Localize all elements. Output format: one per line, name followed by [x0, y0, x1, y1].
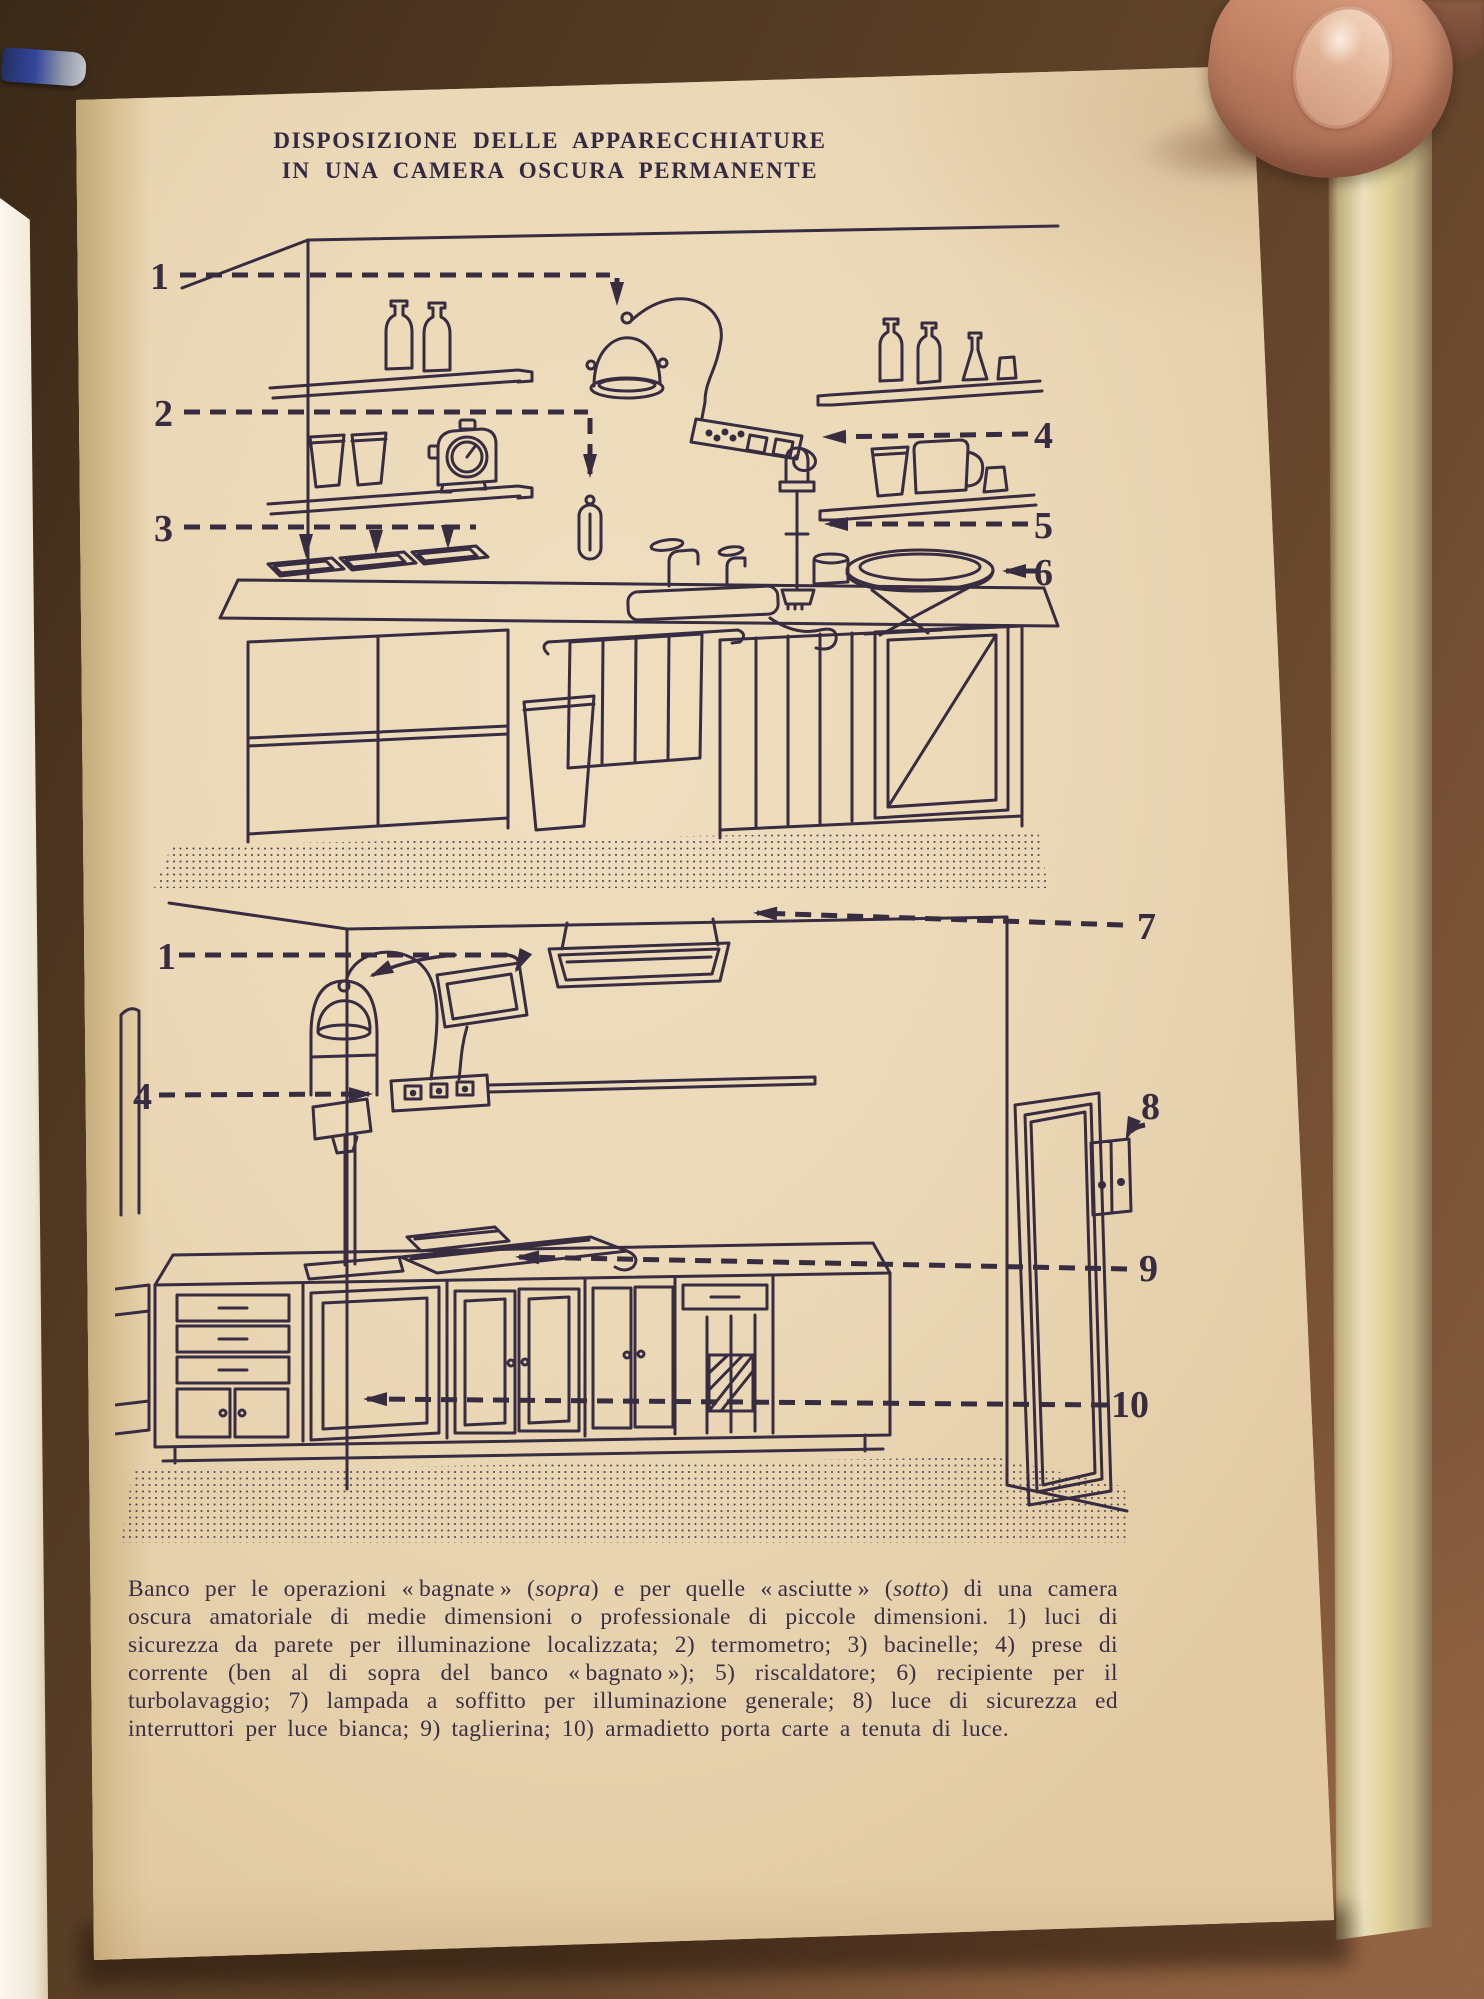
callout-line-7	[753, 906, 1124, 928]
shelf-right-lower	[818, 438, 1038, 522]
wall-corner-right	[1005, 915, 1129, 1513]
shelf-right-upper	[816, 317, 1044, 407]
callout-line-9	[515, 1250, 1128, 1272]
page-title-line1: DISPOSIZIONE DELLE APPARECCHIATURE	[273, 128, 827, 153]
glass-cabinet	[718, 624, 1024, 832]
callout-number-10: 10	[1111, 1384, 1149, 1426]
bench-top	[218, 578, 1060, 628]
tumbler	[996, 355, 1018, 381]
floor-stipple	[121, 1457, 1127, 1543]
thermometer	[577, 494, 603, 561]
box-safelight	[435, 961, 529, 1029]
beaker	[350, 431, 388, 487]
double-doors	[453, 1285, 675, 1435]
callout-number-7: 7	[1137, 906, 1156, 948]
power-strip	[389, 1073, 491, 1113]
left-edge-furniture	[115, 1007, 151, 1436]
caption-part2: ) e per quelle « asciutte » (	[590, 1575, 893, 1602]
bottle	[384, 299, 414, 371]
bottle	[422, 301, 452, 373]
ceiling-lamp	[547, 917, 731, 989]
page-title: DISPOSIZIONE DELLE APPARECCHIATURE IN UN…	[150, 126, 950, 186]
flask	[961, 331, 989, 382]
callout-line-4	[822, 429, 1029, 444]
floor-stipple	[154, 830, 1048, 888]
callout-number-4: 4	[1034, 415, 1053, 457]
heater	[778, 446, 816, 611]
callout-number-5: 5	[1034, 505, 1053, 547]
bench-base	[246, 816, 1024, 844]
darkroom-timer	[427, 418, 498, 494]
safelight-switch-box	[1089, 1137, 1133, 1217]
callout-line-10	[363, 1392, 1108, 1408]
dome-safelight	[309, 979, 379, 1097]
callout-number-6: 6	[1034, 552, 1053, 594]
thumb-nail	[1279, 0, 1406, 141]
slot-compartments	[681, 1283, 769, 1435]
callout-number-1: 1	[150, 256, 169, 298]
page-stack-edge	[0, 198, 48, 1999]
shelf-left-lower	[266, 418, 534, 516]
developing-trays	[266, 544, 490, 578]
open-shelf-unit	[246, 628, 510, 836]
callout-number-4: 4	[133, 1076, 152, 1118]
drawer-stack	[175, 1293, 291, 1439]
drain-pipe	[768, 616, 838, 651]
nail-highlight	[1311, 8, 1369, 71]
caption-italic-sotto: sotto	[892, 1575, 941, 1602]
callout-number-3: 3	[154, 508, 173, 550]
beaker	[308, 433, 346, 489]
shelf-left-upper	[268, 299, 534, 400]
figure-caption: Banco per le operazioni « bagnate » (sop…	[128, 1575, 1118, 1743]
callout-number-2: 2	[154, 393, 173, 435]
towel	[566, 632, 704, 770]
washing-basin	[812, 548, 995, 637]
wall-rail	[487, 1075, 817, 1094]
beaker	[870, 445, 910, 498]
power-strip	[689, 417, 817, 472]
lamp-cord	[457, 1025, 469, 1081]
lamp-cord	[630, 297, 723, 420]
callout-number-1: 1	[157, 936, 176, 978]
ceiling-line	[180, 224, 1060, 290]
book-cover-edge	[1328, 52, 1432, 1940]
callout-line-4	[158, 1087, 373, 1102]
small-canister	[812, 552, 850, 586]
lamp-cord	[344, 950, 439, 1081]
small-cup	[982, 465, 1009, 494]
bottle	[916, 321, 942, 385]
bottle	[878, 317, 904, 383]
page-title-line2: IN UNA CAMERA OSCURA PERMANENTE	[281, 158, 819, 183]
bench	[153, 1241, 892, 1465]
diagram-dry-bench: 1 4 7 8 9 10	[115, 901, 1160, 1543]
caption-italic-sopra: sopra	[535, 1575, 591, 1602]
paper-cabinet-door	[309, 1285, 441, 1442]
callout-number-9: 9	[1139, 1248, 1158, 1290]
pen-clip	[0, 47, 88, 87]
caption-part3: ) di una camera oscura amatoriale di med…	[128, 1575, 1118, 1742]
callout-line-8	[1124, 1115, 1146, 1141]
sink	[626, 538, 838, 651]
callout-number-8: 8	[1141, 1086, 1160, 1128]
caption-part1: Banco per le operazioni « bagnate » (	[128, 1575, 536, 1602]
callout-pointer-1b	[505, 947, 533, 973]
bucket	[522, 694, 596, 832]
enlarger	[303, 1097, 405, 1281]
paper-trimmer	[399, 1225, 638, 1275]
door	[1013, 1091, 1113, 1507]
wall-safelight-lamp	[585, 297, 723, 420]
pitcher	[912, 438, 985, 495]
diagram-wet-bench: 1 2 3 4 5 6	[150, 224, 1060, 888]
